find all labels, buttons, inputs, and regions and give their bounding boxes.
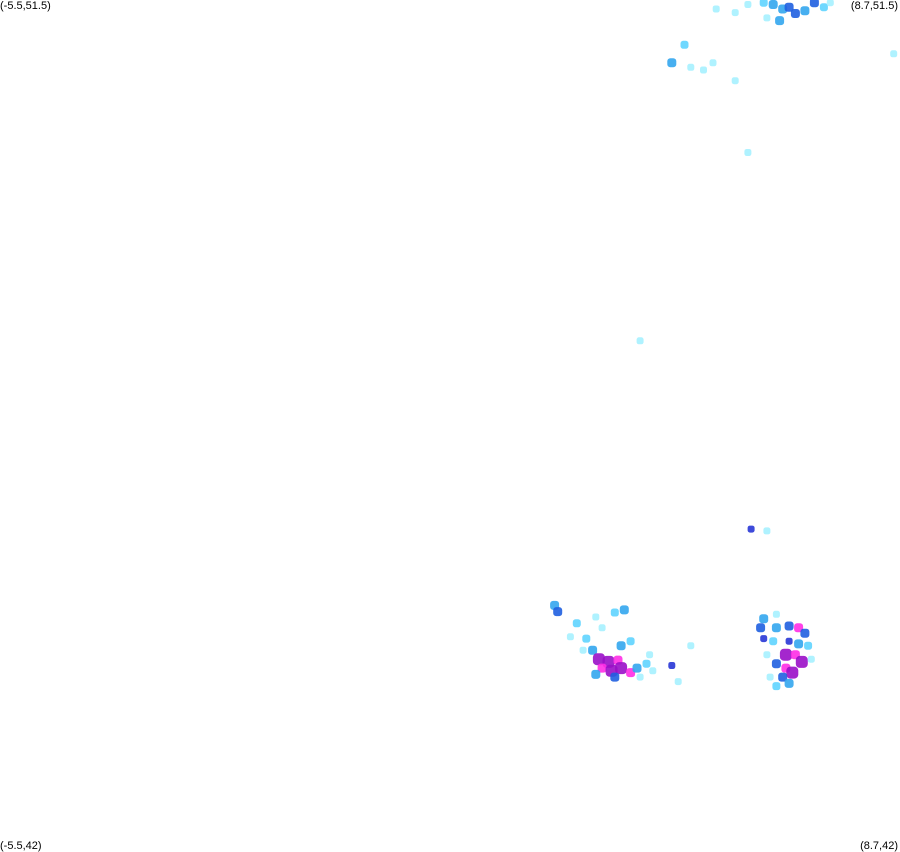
- echo-cell-cyan: [819, 3, 828, 12]
- echo-cell-light-cyan: [566, 633, 574, 641]
- echo-cell-sky-blue: [771, 623, 781, 633]
- echo-cell-blue: [771, 659, 781, 669]
- echo-cell-light-cyan: [646, 651, 654, 659]
- echo-cell-blue: [800, 628, 810, 638]
- corner-label-top-left: (-5.5,51.5): [0, 0, 51, 12]
- echo-cell-cyan: [582, 634, 591, 643]
- echo-cell-light-cyan: [890, 50, 898, 58]
- echo-cell-cyan: [772, 682, 781, 691]
- echo-cell-light-cyan: [744, 149, 752, 156]
- echo-cell-light-cyan: [766, 673, 774, 681]
- echo-cell-blue: [756, 623, 766, 633]
- echo-cell-sky-blue: [619, 605, 629, 615]
- echo-cell-light-cyan: [763, 14, 771, 22]
- echo-cell-light-cyan: [636, 337, 644, 345]
- echo-cell-light-cyan: [744, 1, 752, 8]
- echo-cell-light-cyan: [712, 5, 720, 13]
- echo-cell-deep-blue: [668, 662, 676, 669]
- echo-cell-blue: [778, 672, 788, 682]
- echo-cell-cyan: [572, 619, 581, 628]
- echo-cell-light-cyan: [598, 624, 606, 632]
- echo-cell-purple: [795, 655, 808, 668]
- echo-cell-sky-blue: [759, 614, 769, 624]
- echo-cell-light-cyan: [592, 613, 600, 621]
- echo-cell-magenta: [597, 663, 607, 673]
- echo-cell-sky-blue: [588, 645, 598, 655]
- echo-cell-sky-blue: [616, 641, 626, 651]
- echo-cell-blue: [610, 672, 620, 682]
- echo-cell-light-cyan: [709, 59, 717, 67]
- echo-cell-cyan: [610, 608, 619, 617]
- echo-cell-light-cyan: [687, 63, 695, 71]
- corner-label-bottom-right: (8.7,42): [860, 840, 898, 852]
- echo-cell-sky-blue: [632, 663, 642, 673]
- echo-cell-cyan: [769, 637, 778, 646]
- echo-cell-light-cyan: [731, 77, 739, 85]
- echo-cell-blue: [809, 0, 819, 8]
- echo-cell-cyan: [759, 0, 768, 7]
- echo-cell-light-cyan: [579, 646, 587, 654]
- echo-cell-sky-blue: [800, 6, 810, 16]
- echo-cell-sky-blue: [784, 678, 794, 688]
- echo-cell-light-cyan: [763, 651, 771, 659]
- echo-cell-purple: [592, 653, 605, 666]
- corner-label-top-right: (8.7,51.5): [850, 0, 898, 12]
- echo-cell-light-cyan: [649, 667, 657, 675]
- echo-cell-light-cyan: [807, 655, 815, 663]
- echo-cell-light-cyan: [636, 673, 644, 681]
- echo-cell-purple: [786, 666, 799, 679]
- precipitation-echoes: [550, 0, 898, 691]
- echo-cell-light-cyan: [763, 527, 771, 535]
- echo-cell-magenta: [794, 623, 804, 633]
- echo-cell-blue: [784, 2, 794, 12]
- echo-cell-light-cyan: [687, 642, 695, 650]
- echo-cell-light-cyan: [772, 610, 780, 618]
- echo-cell-blue: [784, 621, 794, 631]
- echo-cell-deep-blue: [760, 635, 768, 643]
- echo-cell-sky-blue: [768, 0, 778, 9]
- echo-cell-sky-blue: [775, 16, 785, 26]
- echo-cell-deep-blue: [747, 525, 755, 533]
- corner-label-bottom-left: (-5.5,42): [0, 840, 42, 852]
- echo-cell-cyan: [626, 637, 635, 646]
- echo-cell-light-cyan: [700, 66, 707, 74]
- echo-cell-light-cyan: [731, 9, 739, 17]
- echo-cell-blue: [790, 9, 800, 18]
- echo-cell-sky-blue: [794, 639, 804, 649]
- echo-cell-sky-blue: [667, 58, 677, 68]
- echo-cell-sky-blue: [591, 669, 601, 679]
- echo-cell-deep-blue: [785, 637, 793, 645]
- echo-cell-light-cyan: [826, 0, 834, 7]
- echo-cell-purple: [615, 662, 628, 675]
- echo-cell-purple: [779, 648, 792, 661]
- echo-cell-light-cyan: [674, 678, 682, 686]
- echo-cell-cyan: [680, 40, 689, 49]
- echo-cell-cyan: [642, 659, 651, 668]
- echo-cell-cyan: [804, 641, 813, 650]
- echo-cell-blue: [553, 607, 563, 617]
